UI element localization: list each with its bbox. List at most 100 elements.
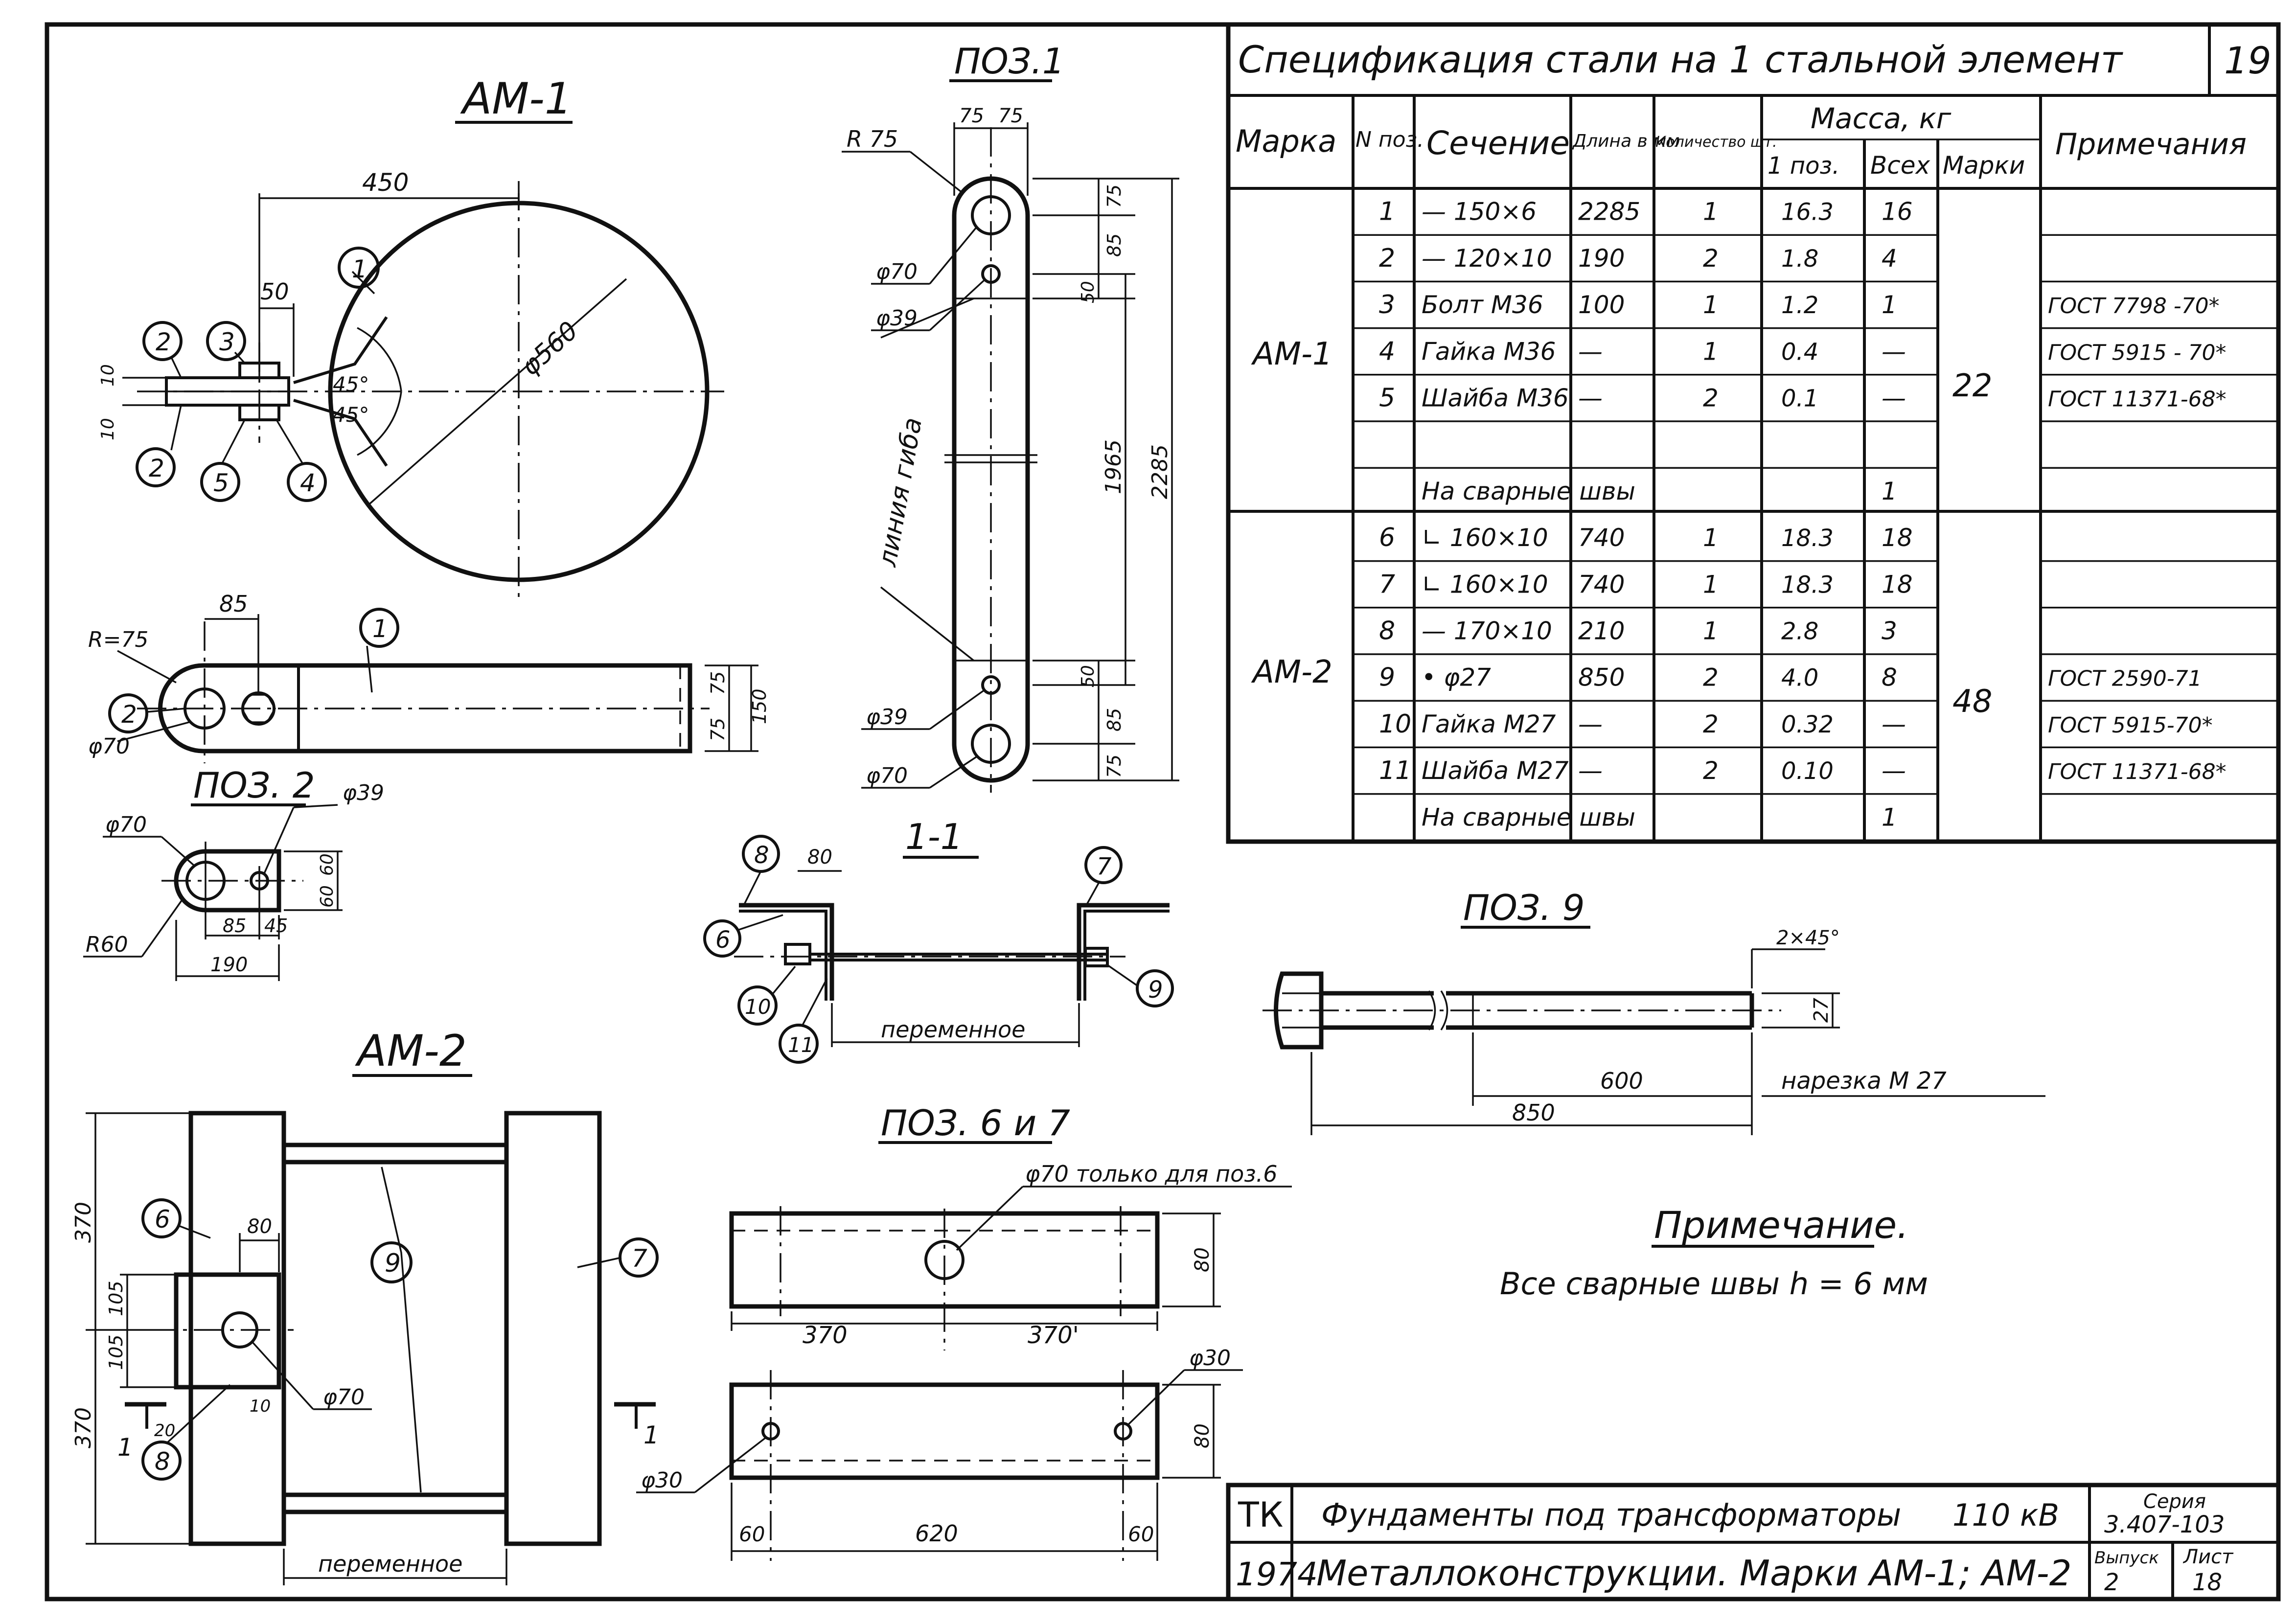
poz9-view: ПОЗ. 9 2×45° 27 600 850 нарезка М 27 xyxy=(1263,887,2045,1135)
group-am1-mass: 22 xyxy=(1952,368,1992,404)
dim-p67-370b: 370' xyxy=(1028,1322,1079,1349)
dim-am2-105a: 105 xyxy=(105,1281,127,1316)
spec-cell-mv: 1 xyxy=(1882,803,1897,831)
spec-cell-poz: 1 xyxy=(1379,197,1395,227)
spec-cell-kol: 1 xyxy=(1703,524,1719,552)
dim-am1-10a: 10 xyxy=(98,364,118,387)
title-line1: Фундаменты под трансформаторы xyxy=(1321,1497,1901,1533)
spec-cell-mv: — xyxy=(1882,710,1906,738)
dim-am1-45a: 45° xyxy=(333,372,369,396)
spec-cell-mv: — xyxy=(1882,756,1906,785)
dim-am2-370a: 370 xyxy=(71,1202,96,1243)
spec-cell-kol: 1 xyxy=(1703,570,1719,598)
section-1-1-view: 1-1 80 переменное 8 7 6 9 10 11 xyxy=(703,816,1174,1064)
spec-cell-poz: 6 xyxy=(1379,523,1395,552)
spec-cell-m1: 0.32 xyxy=(1781,711,1834,738)
spec-cell-poz: 8 xyxy=(1379,617,1395,646)
sec11-title: 1-1 xyxy=(905,816,963,857)
title-line2: Металлоконструкции. Марки АМ-1; АМ-2 xyxy=(1316,1553,2071,1594)
callout-am1-4: 4 xyxy=(300,469,316,497)
spec-cell-sech: Гайка М36 xyxy=(1422,337,1556,366)
dim-plan-r75: R=75 xyxy=(88,627,148,652)
spec-cell-poz: 4 xyxy=(1379,337,1395,366)
spec-cell-poz: 2 xyxy=(1379,244,1395,273)
header-kolich: Количество шт. xyxy=(1655,134,1777,151)
spec-cell-m1: 2.8 xyxy=(1781,618,1818,645)
dim-am1-45b: 45° xyxy=(333,403,369,427)
dim-poz1-d39a: φ39 xyxy=(876,306,918,331)
spec-cell-dl: 190 xyxy=(1578,244,1625,273)
spec-cell-mv: 18 xyxy=(1882,570,1913,598)
spec-cell-prim: ГОСТ 2590-71 xyxy=(2048,666,2202,691)
am2-title: АМ-2 xyxy=(355,1026,467,1076)
spec-cell-mv: — xyxy=(1882,384,1906,412)
callout-am2-7: 7 xyxy=(632,1244,647,1273)
callout-plan-1: 1 xyxy=(372,615,388,643)
dim-am2-20: 20 xyxy=(154,1421,175,1441)
spec-cell-m1: 0.1 xyxy=(1781,385,1818,412)
dim-poz2-60b: 60 xyxy=(317,885,337,908)
title-vypusk: 2 xyxy=(2104,1569,2119,1596)
dim-poz2-d70: φ70 xyxy=(105,812,147,837)
callout-sec-9: 9 xyxy=(1148,976,1163,1004)
cut-mark-right: 1 xyxy=(643,1421,659,1449)
spec-cell-dl: — xyxy=(1578,384,1603,412)
dim-am2-80: 80 xyxy=(247,1215,272,1238)
callout-am1-1: 1 xyxy=(352,255,367,283)
spec-cell-poz: 3 xyxy=(1379,290,1395,320)
am1-elevation-view: АМ-1 450 50 φ560 45° 45° 10 10 xyxy=(98,73,724,602)
group-am2-mass: 48 xyxy=(1952,684,1992,720)
dim-am1-10b: 10 xyxy=(98,418,118,440)
dim-poz9-600: 600 xyxy=(1600,1068,1643,1094)
spec-cell-mv: 8 xyxy=(1882,663,1897,692)
poz67-title: ПОЗ. 6 и 7 xyxy=(881,1102,1070,1144)
spec-cell-poz: 11 xyxy=(1379,756,1411,785)
dim-sec-80: 80 xyxy=(807,846,832,869)
dim-p67-80a: 80 xyxy=(1191,1247,1214,1272)
spec-cell-mv: 16 xyxy=(1882,198,1913,226)
dim-sec-var: переменное xyxy=(881,1016,1025,1043)
dim-poz1-v50a: 50 xyxy=(1078,281,1098,303)
note-title: Примечание. xyxy=(1654,1203,1908,1247)
spec-cell-dl: 2285 xyxy=(1578,198,1640,226)
header-dlina: Длина в мм xyxy=(1572,131,1680,151)
spec-cell-poz: 10 xyxy=(1379,709,1411,739)
spec-cell-kol: 1 xyxy=(1703,617,1719,645)
callout-am1-3: 3 xyxy=(219,328,235,356)
spec-cell-kol: 1 xyxy=(1703,337,1719,366)
dim-poz9-chamfer: 2×45° xyxy=(1776,927,1840,949)
dim-p67-d30a: φ30 xyxy=(641,1468,683,1493)
spec-title: Спецификация стали на 1 стальной элемент xyxy=(1238,38,2124,81)
spec-cell-kol: 1 xyxy=(1703,198,1719,226)
dim-poz1-v75b: 75 xyxy=(1103,755,1125,778)
spec-cell-sech: Болт М36 xyxy=(1422,291,1543,319)
spec-cell-m1: 18.3 xyxy=(1781,571,1834,598)
title-seria-label: Серия xyxy=(2143,1490,2206,1513)
spec-cell-m1: 0.4 xyxy=(1781,338,1818,366)
spec-cell-dl: 210 xyxy=(1578,617,1625,645)
spec-cell-kol: 2 xyxy=(1703,756,1719,785)
dim-p67-370a: 370 xyxy=(803,1322,848,1349)
spec-cell-kol: 2 xyxy=(1703,244,1719,273)
dim-poz1-v85a: 85 xyxy=(1103,233,1125,257)
title-org: ТК xyxy=(1238,1495,1283,1535)
spec-cell-poz: 7 xyxy=(1379,570,1395,599)
dim-poz1-v1965: 1965 xyxy=(1101,439,1126,494)
poz1-view: ПОЗ.1 75 75 R 75 φ70 φ39 φ39 φ70 линия xyxy=(842,41,1179,793)
callout-sec-11: 11 xyxy=(788,1033,814,1057)
dim-poz9-27: 27 xyxy=(1810,998,1833,1023)
spec-cell-sech: ∟ 160×10 xyxy=(1422,524,1548,552)
dim-poz1-75b: 75 xyxy=(998,105,1023,127)
group-am1-marka: АМ-1 xyxy=(1251,336,1332,372)
dim-poz1-v75a: 75 xyxy=(1103,184,1125,208)
note-block: Примечание. Все сварные швы h = 6 мм xyxy=(1500,1203,1928,1302)
poz9-title: ПОЗ. 9 xyxy=(1463,887,1585,928)
am2-view: АМ-2 370 370 105 105 80 20 10 φ70 xyxy=(71,1026,659,1585)
header-mvseh: Всех xyxy=(1870,151,1930,180)
dim-am1-50: 50 xyxy=(260,278,289,305)
dim-plan-75a: 75 xyxy=(707,671,729,695)
spec-cell-prim: ГОСТ 11371-68* xyxy=(2048,759,2227,784)
spec-cell-sech: На сварные швы xyxy=(1422,803,1635,831)
spec-cell-dl: 740 xyxy=(1578,524,1625,552)
dim-p67-60b: 60 xyxy=(1128,1522,1154,1546)
